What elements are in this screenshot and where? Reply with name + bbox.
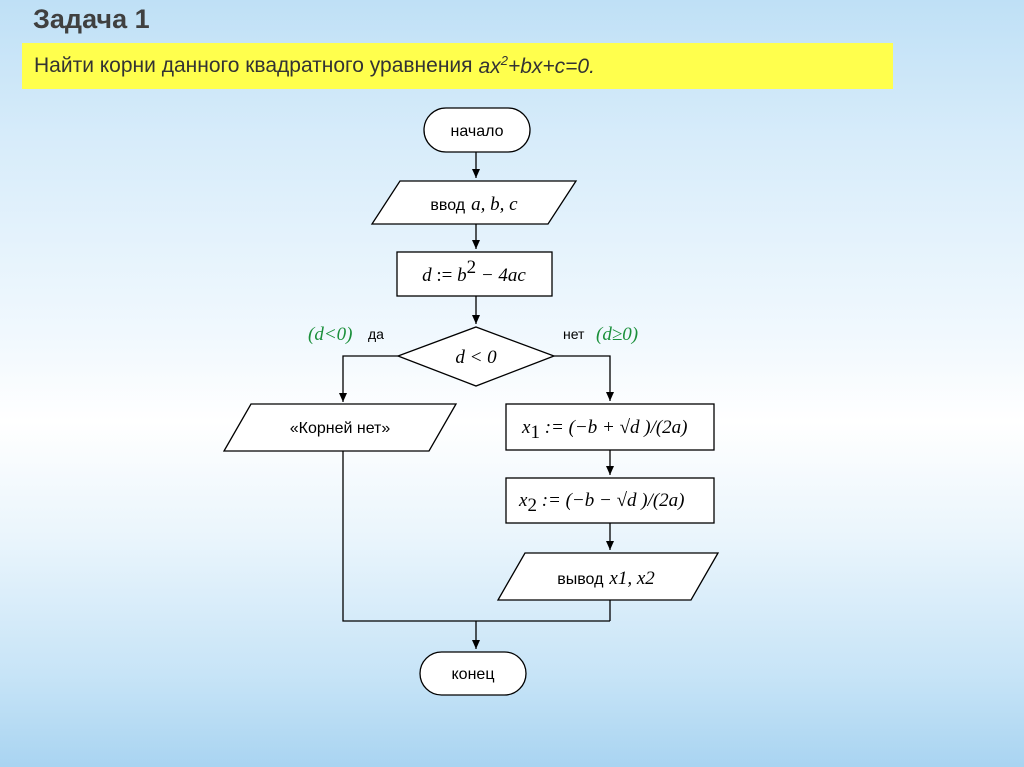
sqrt-symbol: √ <box>617 490 628 511</box>
discriminant-process: d := b2 − 4ac <box>396 251 553 297</box>
task-text: Найти корни данного квадратного уравнени… <box>34 54 473 77</box>
start-terminal: начало <box>423 107 531 153</box>
no-label: нет <box>563 326 585 342</box>
decision-diamond: d < 0 <box>396 326 556 387</box>
task-equation: ax2+bx+c=0. <box>478 53 595 78</box>
x2-formula: x2 := (−b − √d )/(2a) <box>518 490 685 516</box>
no-roots-output: «Корней нет» <box>222 403 458 452</box>
x2-process: x2 := (−b − √d )/(2a) <box>505 477 715 524</box>
slide-title: Задача 1 <box>33 4 150 34</box>
end-terminal: конец <box>419 651 527 696</box>
no-roots-text: «Корней нет» <box>290 420 391 437</box>
discriminant-formula: d := b2 − 4ac <box>422 257 526 286</box>
connectors <box>339 152 614 649</box>
start-label: начало <box>450 123 503 140</box>
task-banner: Найти корни данного квадратного уравнени… <box>22 43 893 89</box>
line-no-roots-merge <box>342 451 610 622</box>
x1-formula: x1 := (−b + √d )/(2a) <box>521 417 688 443</box>
no-condition: (d≥0) <box>596 324 638 345</box>
sqrt-symbol: √ <box>620 417 631 438</box>
yes-condition: (d<0) <box>308 324 352 345</box>
x1-process: x1 := (−b + √d )/(2a) <box>505 403 715 451</box>
yes-label: да <box>368 326 384 342</box>
arrow-decision-no <box>554 355 614 401</box>
arrow-decision-yes <box>339 355 398 402</box>
end-label: конец <box>452 666 495 683</box>
decision-condition: d < 0 <box>455 347 497 368</box>
